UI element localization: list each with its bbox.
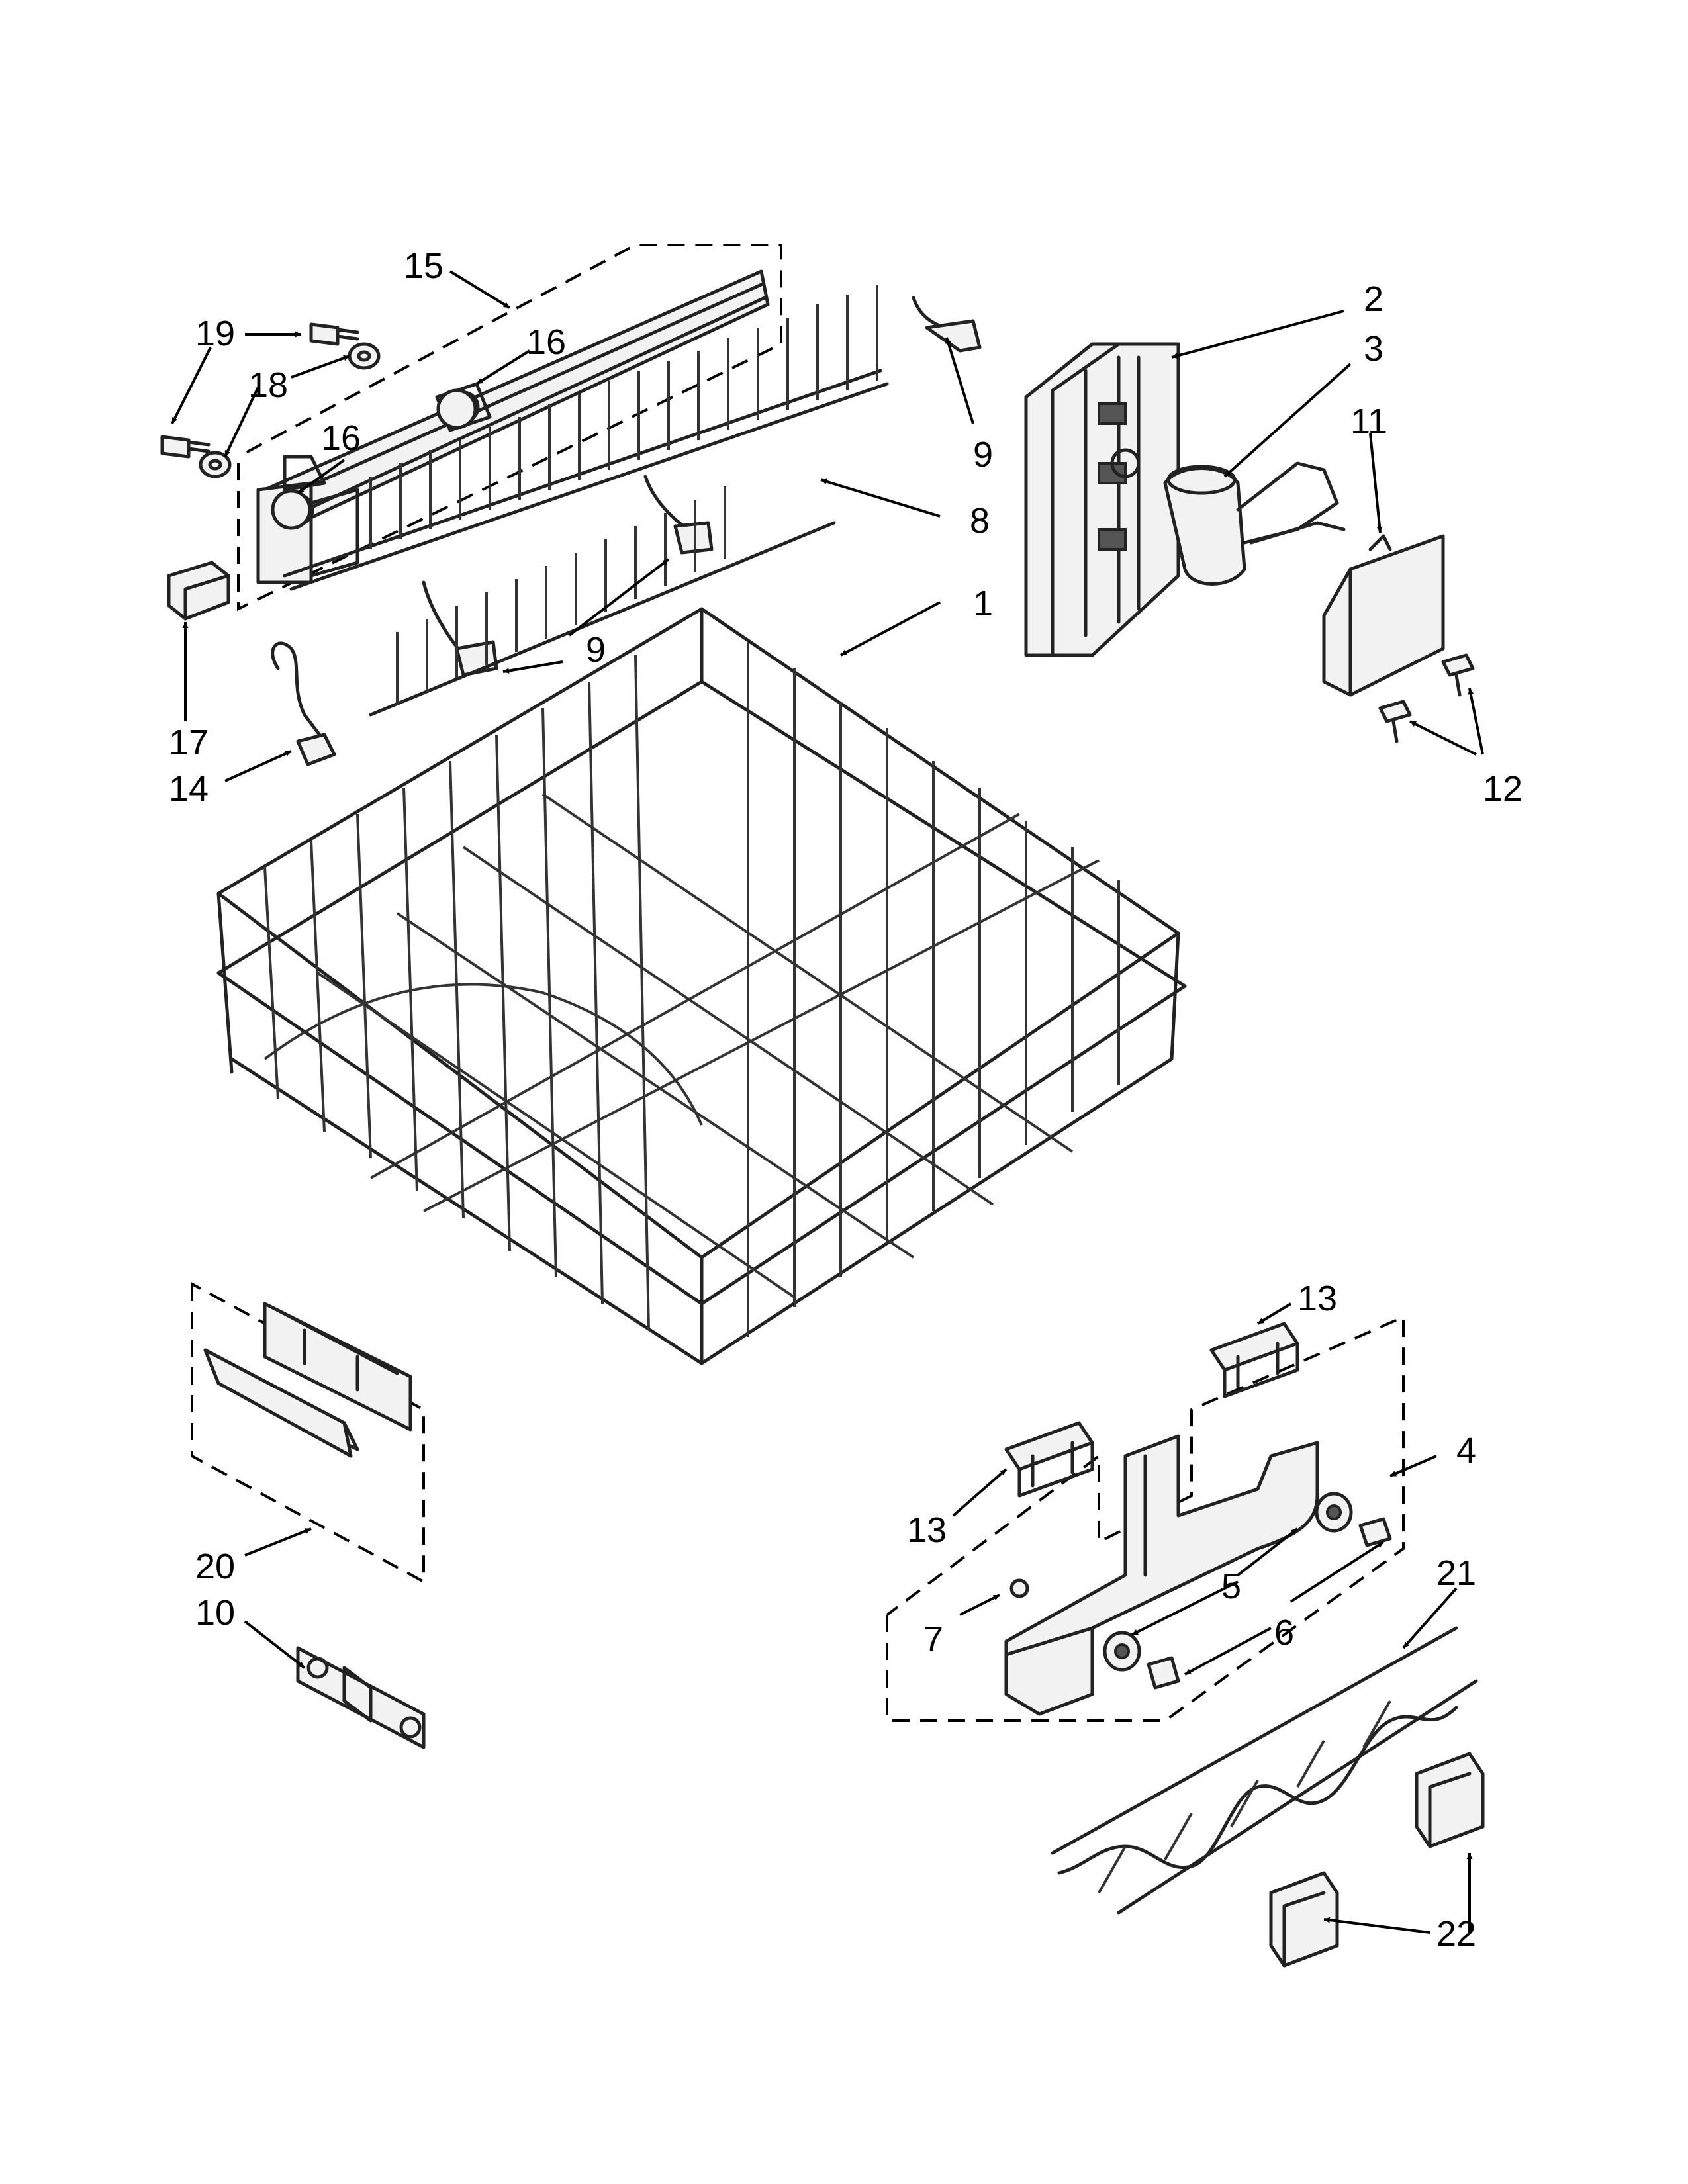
callout-label-22: 22 (1436, 1914, 1476, 1954)
callout-label-16: 16 (526, 322, 566, 362)
callout-label-17: 17 (169, 723, 209, 762)
callout-label-10: 10 (195, 1593, 235, 1633)
callout-label-11: 11 (1350, 402, 1387, 441)
wheel-bracket-part (1004, 1434, 1319, 1716)
adjuster-lever-part (1163, 461, 1346, 586)
wheel-bracket-boundary (886, 1314, 1405, 1722)
wire-tine-rack-part (1051, 1626, 1478, 1915)
screw-part (1378, 653, 1475, 743)
callout-label-13: 13 (1297, 1279, 1337, 1318)
tine-rack-clip-part (1269, 1752, 1485, 1968)
callout-label-7: 7 (923, 1619, 943, 1659)
callout-arrows (171, 270, 1484, 1934)
rack-stop-clip-part (1004, 1322, 1299, 1498)
latch-part (296, 1646, 426, 1749)
callout-label-1: 1 (973, 584, 993, 623)
adjuster-housing-part (1024, 342, 1180, 657)
callout-label-13: 13 (907, 1510, 947, 1550)
callout-label-9: 9 (586, 630, 606, 670)
callout-labels: 15 19 18 16 16 17 14 9 8 9 1 2 3 11 12 1… (169, 246, 1523, 1954)
cover-plate-part (1322, 534, 1445, 697)
callout-label-19: 19 (195, 314, 235, 353)
callout-label-2: 2 (1364, 279, 1383, 319)
screw-part (160, 322, 359, 459)
axle-part (1147, 1517, 1392, 1690)
callout-label-8: 8 (970, 501, 990, 541)
callout-label-15: 15 (404, 246, 444, 286)
callout-label-14: 14 (169, 769, 209, 809)
callout-label-12: 12 (1483, 769, 1523, 809)
callout-label-6: 6 (1274, 1613, 1294, 1653)
lower-tine-row-part (369, 486, 836, 717)
rack-clip-part (271, 641, 336, 766)
callout-label-3: 3 (1364, 329, 1383, 369)
tine-row-part (283, 285, 889, 591)
screw-part (1009, 1578, 1029, 1598)
callout-label-18: 18 (248, 365, 288, 405)
callout-label-21: 21 (1436, 1553, 1476, 1593)
callout-label-9: 9 (973, 435, 993, 475)
rail-end-cap-part (167, 561, 230, 621)
rail-assembly-boundary (237, 244, 782, 612)
callout-label-5: 5 (1221, 1567, 1241, 1606)
door-handle-part (203, 1302, 412, 1458)
rail-wheel-part (271, 388, 477, 530)
upper-rack-basket-part (216, 607, 1187, 1365)
callout-label-20: 20 (195, 1547, 235, 1586)
rail-assembly-part (256, 269, 770, 584)
bracket-wheel-part (1103, 1492, 1353, 1672)
callout-label-4: 4 (1456, 1431, 1476, 1471)
callout-label-16: 16 (321, 418, 361, 458)
